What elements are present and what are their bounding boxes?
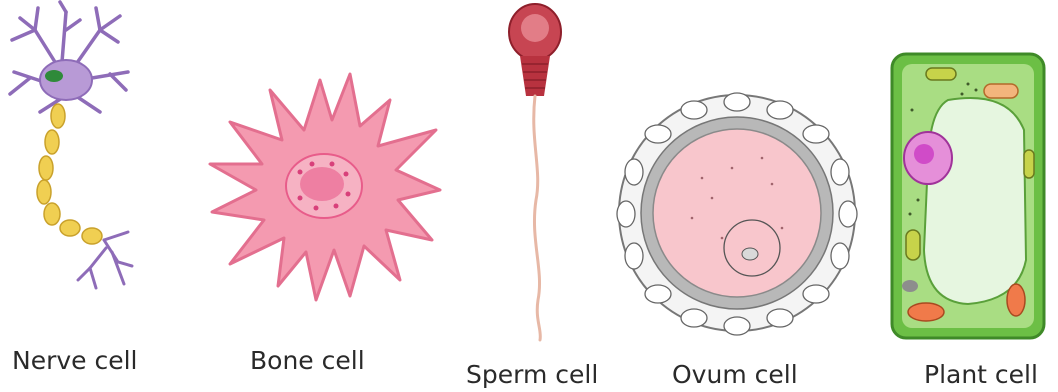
nerve-cell-label: Nerve cell xyxy=(12,346,138,375)
bone-cell-icon xyxy=(200,60,450,310)
nerve-cell-icon xyxy=(0,0,150,300)
ovum-cell-label: Ovum cell xyxy=(672,360,798,389)
ovum-cell-icon xyxy=(612,88,862,338)
sperm-cell-icon xyxy=(480,0,600,345)
plant-cell-label: Plant cell xyxy=(924,360,1038,389)
bone-cell-label: Bone cell xyxy=(250,346,365,375)
plant-cell-icon xyxy=(888,50,1048,342)
sperm-cell-label: Sperm cell xyxy=(466,360,598,389)
